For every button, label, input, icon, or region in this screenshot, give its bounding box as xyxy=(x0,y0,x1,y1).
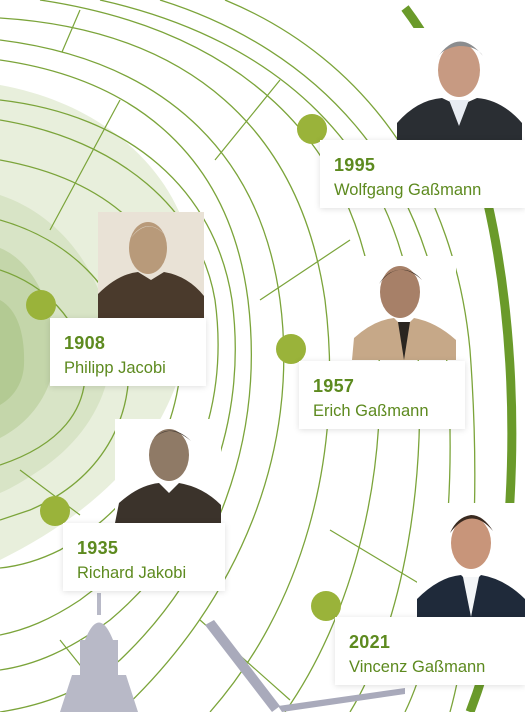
person-photo-icon xyxy=(115,419,221,523)
timeline-dot xyxy=(40,496,70,526)
timeline-card-1935: 1935 Richard Jakobi xyxy=(63,523,225,591)
person-photo-icon xyxy=(417,503,525,617)
timeline-dot xyxy=(297,114,327,144)
card-year: 1995 xyxy=(334,155,376,175)
field-band-core xyxy=(0,300,25,405)
portrait-richard-jakobi xyxy=(115,419,221,523)
timeline-dot xyxy=(311,591,341,621)
portrait-wolfgang-gassmann xyxy=(397,28,522,140)
card-year: 1957 xyxy=(313,376,355,396)
person-photo-icon xyxy=(98,212,204,320)
radial-lines xyxy=(19,9,431,701)
card-name: Philipp Jacobi xyxy=(64,359,166,377)
card-name: Wolfgang Gaßmann xyxy=(334,181,482,199)
timeline-card-1908: 1908 Philipp Jacobi xyxy=(50,318,206,386)
wind-turbine-silhouette-icon xyxy=(205,620,405,712)
portrait-erich-gassmann xyxy=(352,256,456,360)
card-year: 1935 xyxy=(77,538,119,558)
card-name: Vincenz Gaßmann xyxy=(349,658,486,676)
timeline-dot xyxy=(276,334,306,364)
timeline-card-2021: 2021 Vincenz Gaßmann xyxy=(335,617,525,685)
person-photo-icon xyxy=(352,256,456,360)
timeline-card-1995: 1995 Wolfgang Gaßmann xyxy=(320,140,525,208)
card-name: Erich Gaßmann xyxy=(313,402,429,420)
portrait-philipp-jacobi xyxy=(98,212,204,320)
card-name: Richard Jakobi xyxy=(77,564,187,582)
card-year: 2021 xyxy=(349,632,391,652)
portrait-vincenz-gassmann xyxy=(417,503,525,617)
timeline-card-1957: 1957 Erich Gaßmann xyxy=(299,361,465,429)
church-tower-silhouette-icon xyxy=(60,593,138,712)
timeline-dot xyxy=(26,290,56,320)
card-year: 1908 xyxy=(64,333,106,353)
person-photo-icon xyxy=(397,28,522,140)
